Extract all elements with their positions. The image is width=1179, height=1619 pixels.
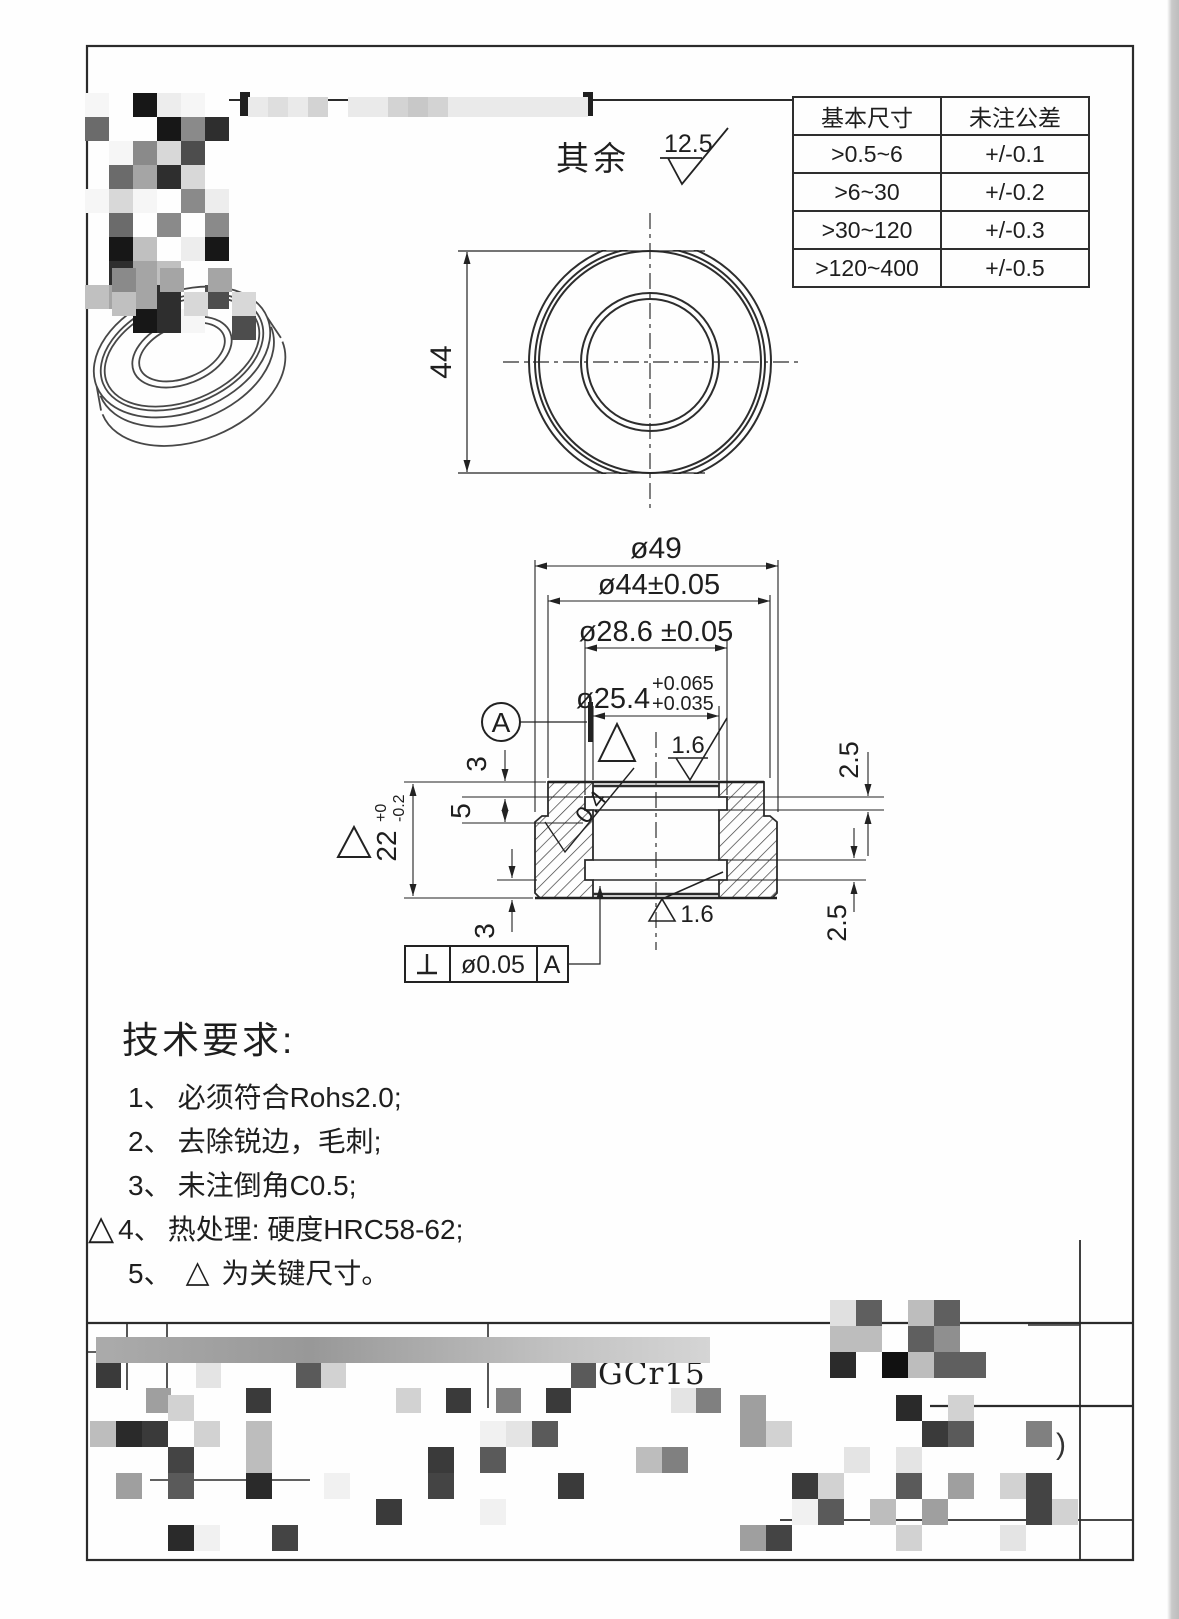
dim-dia25-4-upper-tol: +0.065 (652, 673, 714, 695)
dim-22-height: 22 +0 -0.2 (371, 794, 408, 861)
dim-3-top: 3 (461, 756, 492, 772)
dim-2-5-bottom: 2.5 (822, 904, 852, 942)
tech-requirement-item: △ 4、 热处理: 硬度HRC58-62; (88, 1209, 464, 1247)
censored-logo-lower (112, 268, 256, 340)
dim-dia28-6: ø28.6 ±0.05 (579, 616, 734, 648)
tech-requirements-title: 技术要求: (122, 1020, 296, 1061)
roughness-1-6-top: 1.6 (668, 717, 728, 782)
right-dims (727, 752, 884, 912)
dim-5: 5 (445, 803, 476, 819)
range-cell: >6~30 (792, 172, 942, 212)
range-cell: >30~120 (792, 210, 942, 250)
range-cell: >0.5~6 (792, 134, 942, 174)
roughness-1-6-bottom: 1.6 (647, 871, 724, 928)
tech-requirement-item: 3、 未注倒角C0.5; (128, 1170, 357, 1201)
tolerance-table-header-tol: 未注公差 (940, 96, 1090, 136)
table-row: >30~120 +/-0.3 (792, 210, 1090, 250)
range-cell: >120~400 (792, 248, 942, 288)
svg-text:22: 22 (371, 830, 402, 861)
sheet-border (85, 44, 1135, 1562)
tolerance-table: 基本尺寸 未注公差 >0.5~6 +/-0.1 >6~30 +/-0.2 >30… (792, 96, 1090, 288)
fcf-datum: A (544, 951, 561, 979)
feature-control-frame: ø0.05 A (404, 886, 604, 983)
surface-note-prefix: 其余 (556, 140, 630, 177)
left-dims (404, 750, 583, 932)
dim-extensions (534, 560, 779, 812)
dim-dia25-4-lower-tol: +0.035 (652, 693, 714, 715)
tol-cell: +/-0.5 (940, 248, 1090, 288)
svg-text:1.6: 1.6 (680, 901, 713, 928)
section-view: ø49 ø44±0.05 ø28.6 ±0.05 ø25.4 +0.065 +0… (336, 532, 884, 983)
censor-corner-left (240, 92, 250, 116)
dim-dia49: ø49 (630, 532, 682, 565)
roughness-symbol-12-5: 12.5 (660, 127, 729, 186)
tolerance-table-header-basic: 基本尺寸 (792, 96, 942, 136)
front-view: 44 (425, 213, 800, 508)
table-row: >0.5~6 +/-0.1 (792, 134, 1090, 174)
technical-requirements: 技术要求: 1、 必须符合Rohs2.0; 2、 去除锐边，毛刺; 3、 未注倒… (88, 1010, 463, 1294)
datum-a: A (481, 702, 593, 742)
dim-front-44 (458, 250, 705, 474)
key-dimension-triangle: △ (185, 1254, 210, 1289)
key-dimension-triangle (336, 824, 372, 858)
censored-bottom-area (90, 1395, 1078, 1551)
dim-dia25-4: ø25.4 (576, 683, 650, 715)
tech-requirement-item: 2、 去除锐边，毛刺; (128, 1126, 382, 1157)
section-left-wall (534, 781, 594, 899)
datum-a-label: A (492, 707, 511, 738)
svg-text:-0.2: -0.2 (391, 794, 408, 822)
censored-titleblock-row (96, 1363, 721, 1413)
tol-cell: +/-0.2 (940, 172, 1090, 212)
tol-cell: +/-0.1 (940, 134, 1090, 174)
tol-cell: +/-0.3 (940, 210, 1090, 250)
paren-glyph: ) (1056, 1428, 1066, 1461)
censored-titleblock-strip (96, 1337, 710, 1363)
svg-text:12.5: 12.5 (664, 130, 713, 158)
table-row: >6~30 +/-0.2 (792, 172, 1090, 212)
centerlines (503, 213, 800, 508)
svg-text:1.6: 1.6 (671, 732, 704, 759)
svg-text:+0: +0 (373, 804, 390, 822)
scan-edge-shadow (1167, 0, 1179, 1619)
section-right-wall (718, 781, 778, 899)
key-dimension-triangle (597, 721, 637, 762)
tech-requirement-item: 1、 必须符合Rohs2.0; (128, 1082, 402, 1113)
front-height-dim: 44 (425, 345, 458, 378)
censored-header-strip (248, 97, 588, 117)
table-row: >120~400 +/-0.5 (792, 248, 1090, 288)
perpendicularity-icon (417, 954, 437, 975)
dim-3-bottom: 3 (469, 923, 500, 939)
censor-corner-right (583, 92, 593, 116)
censored-right-block (830, 1300, 986, 1378)
general-roughness-note: 其余 12.5 (556, 118, 750, 198)
datum-target-tick (588, 702, 593, 742)
key-dimension-triangle: △ (88, 1209, 115, 1247)
dim-dia44: ø44±0.05 (598, 569, 720, 601)
tech-requirement-item: 5、 △ 为关键尺寸。 (128, 1254, 390, 1289)
fcf-tolerance: ø0.05 (461, 951, 525, 979)
dim-2-5-top: 2.5 (834, 741, 864, 779)
